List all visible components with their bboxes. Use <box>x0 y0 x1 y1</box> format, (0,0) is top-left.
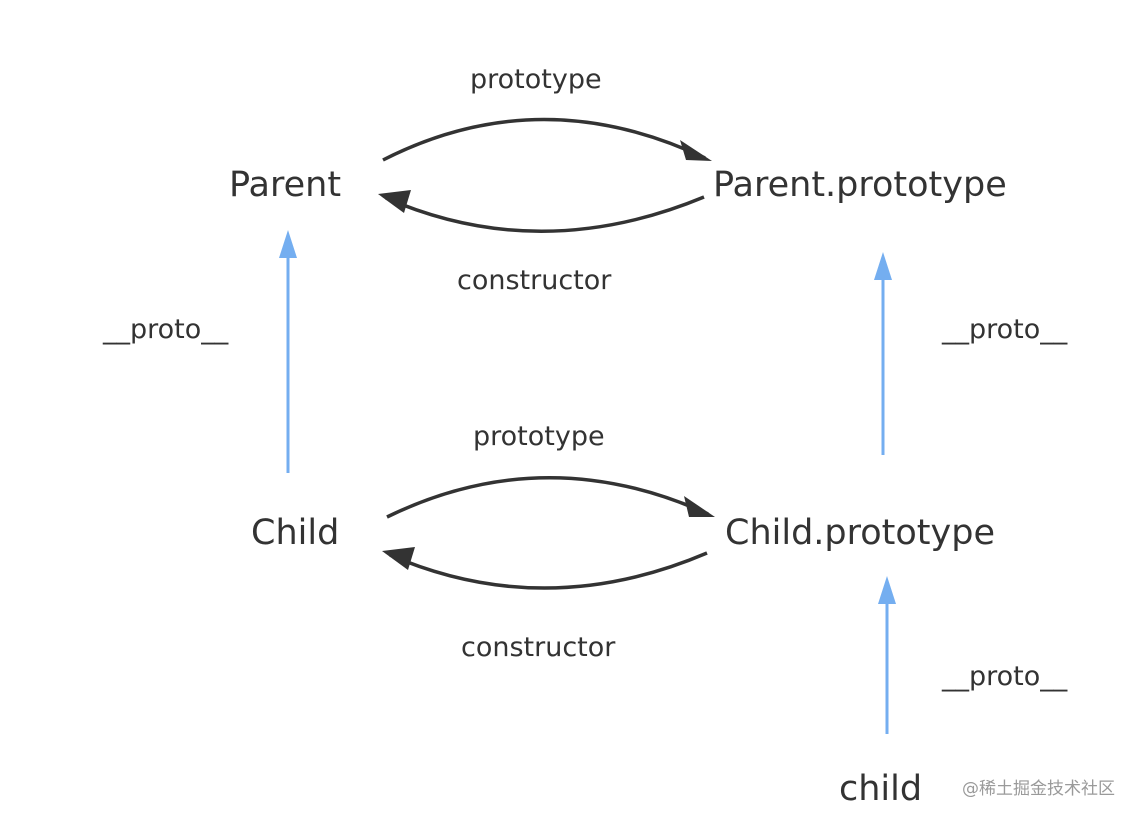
node-child-instance: child <box>839 769 923 809</box>
child-to-parent-proto-arrowhead <box>279 230 297 258</box>
watermark: @稀土掘金技术社区 <box>962 779 1115 799</box>
parent-prototype-arrowhead-lower <box>684 161 712 162</box>
label-instance-to-childproto-proto: __proto__ <box>942 661 1068 692</box>
child-constructor-arrow <box>389 551 708 590</box>
label-child-constructor: constructor <box>461 632 616 663</box>
label-parent-constructor: constructor <box>457 265 612 296</box>
node-parent-prototype: Parent.prototype <box>713 165 1007 205</box>
parent-constructor-arrowhead <box>378 190 411 213</box>
child-prototype-arrow <box>386 476 709 519</box>
label-child-to-parent-proto: __proto__ <box>103 314 229 345</box>
node-child-prototype: Child.prototype <box>725 513 995 553</box>
parent-prototype-arrow <box>382 117 706 162</box>
child-constructor-arrowhead <box>382 547 415 570</box>
node-parent: Parent <box>229 165 342 205</box>
parent-prototype-arrowhead <box>680 140 712 161</box>
label-child-prototype: prototype <box>473 421 605 452</box>
node-child: Child <box>251 513 340 553</box>
instance-to-childproto-proto-arrowhead <box>878 576 896 604</box>
label-parent-prototype: prototype <box>470 64 602 95</box>
label-childproto-to-parentproto-proto: __proto__ <box>942 314 1068 345</box>
parent-constructor-arrow <box>385 195 705 233</box>
childproto-to-parentproto-proto-arrowhead <box>874 252 892 280</box>
child-prototype-arrowhead <box>684 496 715 517</box>
